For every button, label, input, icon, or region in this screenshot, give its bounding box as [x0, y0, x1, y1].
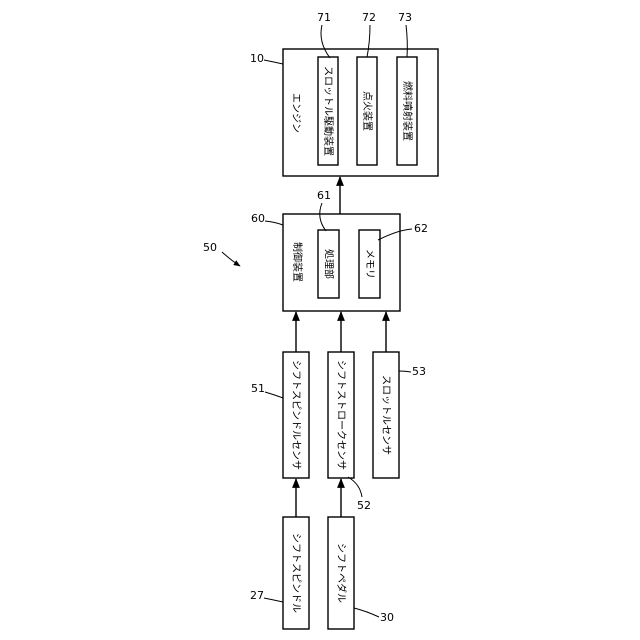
- shift-stroke-sensor-label: シフトストロークセンサ: [335, 360, 347, 470]
- ref-72: 72: [362, 11, 376, 24]
- ignition-label: 点火装置: [361, 91, 374, 131]
- memory-label: メモリ: [364, 249, 375, 279]
- shift-spindle-label: シフトスピンドル: [290, 533, 302, 613]
- leader-10: [264, 60, 283, 64]
- leader-53: [399, 371, 411, 372]
- leader-27: [264, 598, 283, 602]
- ref-53: 53: [412, 365, 426, 378]
- ref-30: 30: [380, 611, 394, 624]
- leader-30: [354, 608, 379, 617]
- leader-60: [265, 221, 283, 225]
- ref-71: 71: [317, 11, 331, 24]
- ref-52: 52: [357, 499, 371, 512]
- throttle-drive-label: スロットル駆動装置: [322, 66, 335, 156]
- ref-10: 10: [250, 52, 264, 65]
- ref-62: 62: [414, 222, 428, 235]
- leader-51: [265, 392, 283, 398]
- engine-label: エンジン: [290, 93, 301, 133]
- shift-spindle-sensor-label: シフトスピンドルセンサ: [290, 360, 302, 470]
- ref-61: 61: [317, 189, 331, 202]
- fuel-injection-label: 燃料噴射装置: [401, 81, 414, 141]
- leader-50: [222, 252, 240, 266]
- ref-73: 73: [398, 11, 412, 24]
- ref-51: 51: [251, 382, 265, 395]
- leader-52: [348, 477, 362, 497]
- ref-60: 60: [251, 212, 265, 225]
- ref-27: 27: [250, 589, 264, 602]
- control-label: 制御装置: [291, 242, 304, 282]
- ref-50: 50: [203, 241, 217, 254]
- throttle-sensor-label: スロットルセンサ: [380, 375, 392, 455]
- processor-label: 処理部: [323, 249, 336, 279]
- shift-pedal-label: シフトペダル: [335, 543, 348, 603]
